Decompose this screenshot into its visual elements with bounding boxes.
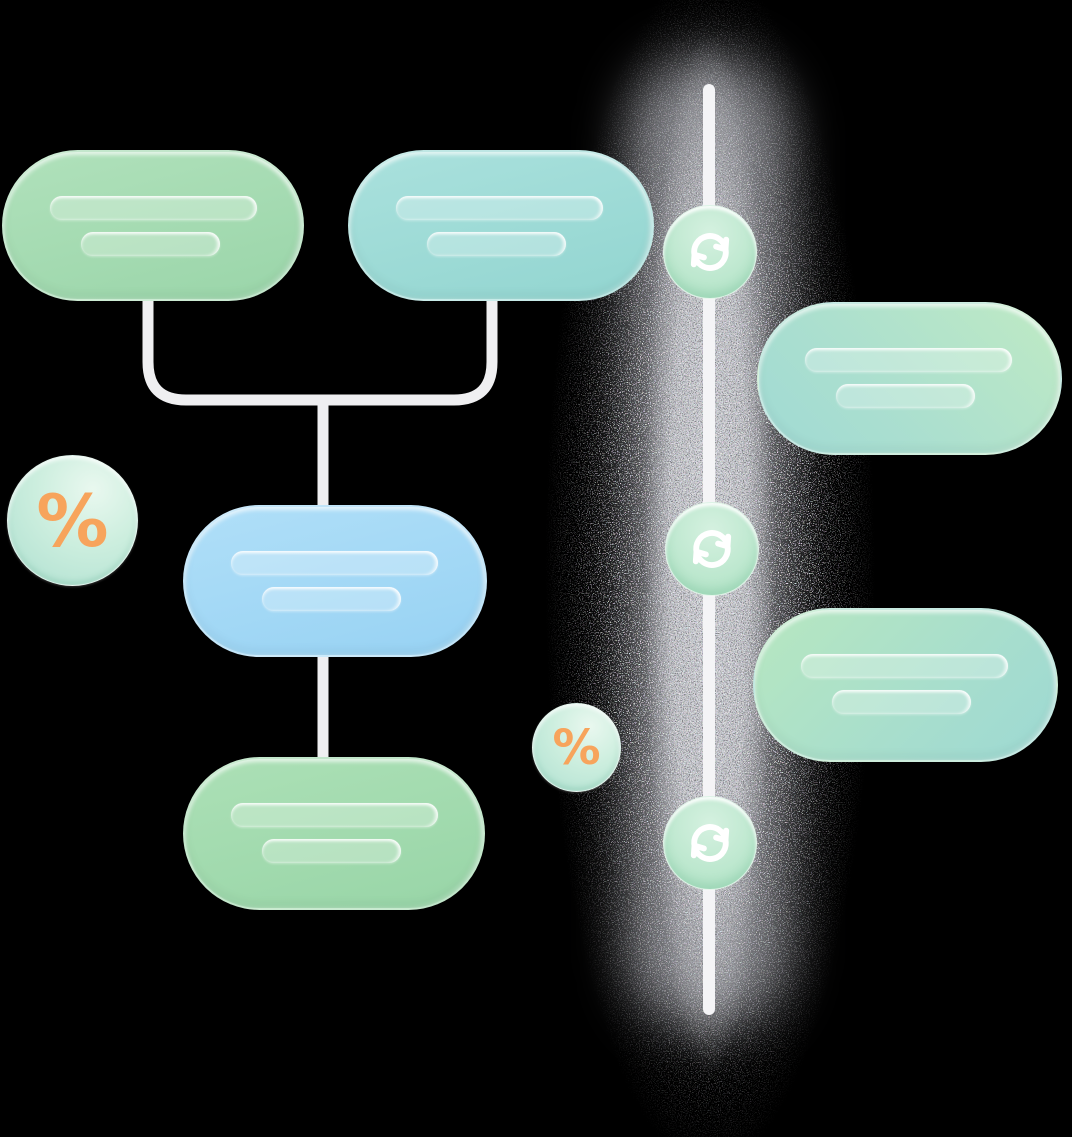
- skeleton-text-line: [836, 384, 975, 408]
- skeleton-text-line: [81, 232, 220, 256]
- skeleton-text-line: [801, 654, 1008, 678]
- sync-badge-3: [663, 796, 757, 890]
- skeleton-text-line: [50, 196, 257, 220]
- percent-symbol: %: [552, 719, 601, 776]
- skeleton-text-line: [231, 551, 438, 575]
- skeleton-text-line: [805, 348, 1012, 372]
- skeleton-text-line: [396, 196, 603, 220]
- timeline-card-2: [753, 608, 1058, 762]
- skeleton-text-line: [262, 839, 401, 863]
- sync-badge-2: [665, 502, 759, 596]
- skeleton-text-line: [262, 587, 401, 611]
- sync-icon: [690, 824, 730, 862]
- percent-badge-small: %: [532, 703, 621, 792]
- skeleton-text-line: [231, 803, 438, 827]
- flowchart-node-bottom: [183, 757, 485, 910]
- percent-symbol: %: [36, 478, 109, 563]
- sync-icon: [692, 530, 732, 568]
- skeleton-text-line: [427, 232, 566, 256]
- skeleton-text-line: [832, 690, 971, 714]
- flowchart-node-top-mid: [348, 150, 654, 301]
- percent-badge-large: %: [7, 455, 138, 586]
- timeline-card-1: [757, 302, 1062, 455]
- connector-merge-path: [142, 284, 498, 406]
- sync-badge-1: [663, 205, 757, 299]
- flowchart-node-top-left: [2, 150, 304, 301]
- sync-icon: [690, 233, 730, 271]
- flowchart-node-center: [183, 505, 487, 657]
